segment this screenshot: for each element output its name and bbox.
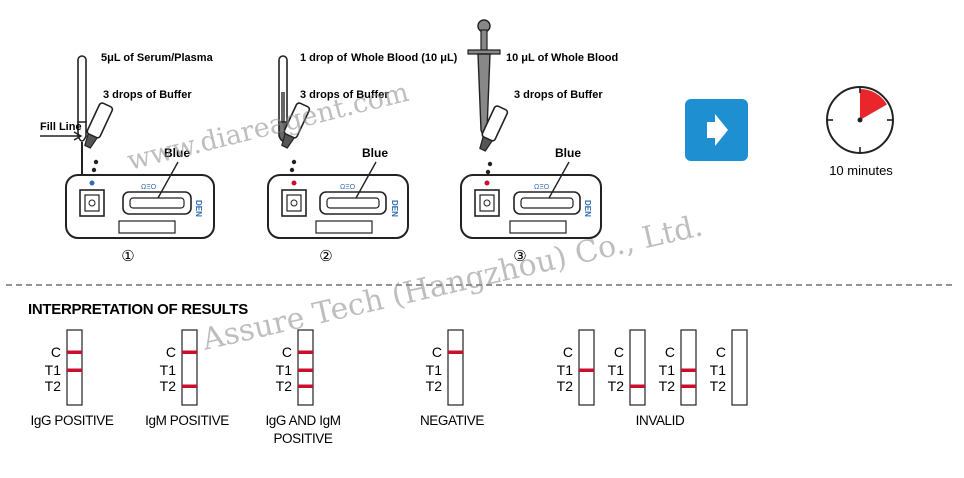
- window-marks: ΩΞO: [340, 184, 356, 191]
- line-label-t1: T1: [608, 362, 625, 378]
- line-label-t2: T2: [659, 378, 676, 394]
- result-label: INVALID: [636, 413, 685, 428]
- buffer-bottle-icon: [479, 105, 509, 152]
- strip-body: [447, 329, 464, 406]
- line-label-c: C: [614, 344, 624, 360]
- step-number: ③: [513, 248, 526, 265]
- line-label-t1: T1: [276, 362, 293, 378]
- line-label-c: C: [432, 344, 442, 360]
- device-code: DEN: [390, 200, 399, 217]
- pipette-icon: [40, 55, 87, 180]
- line-label-t1: T1: [557, 362, 574, 378]
- line-label-c: C: [51, 344, 61, 360]
- band-t1: [298, 368, 313, 372]
- buffer-label: 3 drops of Buffer: [103, 89, 192, 101]
- right-arrow-icon: [685, 99, 748, 161]
- band-t2: [182, 384, 197, 388]
- band-c: [448, 350, 463, 354]
- window-marks: ΩΞO: [534, 184, 550, 191]
- result-label: IgG AND IgM: [265, 413, 340, 428]
- result-label: IgG POSITIVE: [31, 413, 114, 428]
- fill-line-label: Fill Line: [40, 121, 82, 133]
- test-cassette: ΩΞO DEN: [65, 174, 215, 239]
- line-label-c: C: [563, 344, 573, 360]
- line-label-c: C: [166, 344, 176, 360]
- line-label-t1: T1: [160, 362, 177, 378]
- band-c: [182, 350, 197, 354]
- line-label-t2: T2: [426, 378, 443, 394]
- device-code: DEN: [583, 200, 592, 217]
- strip-body: [297, 329, 314, 406]
- test-cassette: ΩΞO DEN: [460, 174, 602, 239]
- sample-label: 5μL of Serum/Plasma: [101, 52, 214, 64]
- line-label-t1: T1: [710, 362, 727, 378]
- clock-icon: [826, 86, 894, 154]
- line-label-t2: T2: [710, 378, 727, 394]
- strip-body: [680, 329, 697, 406]
- buffer-bottle-icon: [84, 102, 114, 149]
- line-label-t1: T1: [659, 362, 676, 378]
- test-cassette: ΩΞO DEN: [267, 174, 409, 239]
- step-number: ②: [319, 248, 332, 265]
- line-label: Blue: [555, 146, 581, 160]
- strip-body: [181, 329, 198, 406]
- interpretation-heading: INTERPRETATION OF RESULTS: [28, 301, 248, 318]
- line-label-t1: T1: [45, 362, 62, 378]
- step-number: ①: [121, 248, 134, 265]
- line-label: Blue: [164, 146, 190, 160]
- step-3: 10 μL of Whole Blood 3 drops of Buffer Ω…: [460, 19, 618, 265]
- band-t2: [630, 384, 645, 388]
- line-label-c: C: [716, 344, 726, 360]
- device-code: DEN: [194, 200, 203, 217]
- timer-label: 10 minutes: [829, 163, 893, 178]
- result-label: NEGATIVE: [420, 413, 484, 428]
- line-label-t2: T2: [45, 378, 62, 394]
- band-t2: [298, 384, 313, 388]
- strip-body: [66, 329, 83, 406]
- result-label: IgM POSITIVE: [145, 413, 229, 428]
- line-label-t2: T2: [160, 378, 177, 394]
- result-label-line2: POSITIVE: [273, 431, 332, 446]
- line-label-c: C: [665, 344, 675, 360]
- buffer-label: 3 drops of Buffer: [300, 89, 389, 101]
- step-2: 1 drop of Whole Blood (10 μL) 3 drops of…: [267, 52, 458, 265]
- line-label: Blue: [362, 146, 388, 160]
- band-t1: [67, 368, 82, 372]
- buffer-label: 3 drops of Buffer: [514, 89, 603, 101]
- band-t2: [681, 384, 696, 388]
- step-1: Fill Line 5μL of Serum/Plasma 3 drops of…: [40, 52, 215, 265]
- strip-body: [629, 329, 646, 406]
- timer-elapsed-wedge: [860, 88, 887, 120]
- line-label-t2: T2: [608, 378, 625, 394]
- line-label-t2: T2: [276, 378, 293, 394]
- band-t1: [579, 368, 594, 372]
- band-c: [298, 350, 313, 354]
- line-label-t1: T1: [426, 362, 443, 378]
- band-c: [67, 350, 82, 354]
- window-marks: ΩΞO: [141, 184, 157, 191]
- sample-label: 10 μL of Whole Blood: [506, 52, 618, 64]
- strip-body: [578, 329, 595, 406]
- line-label-t2: T2: [557, 378, 574, 394]
- sample-prefix: 1 drop of: [300, 52, 347, 64]
- sample-label: Whole Blood (10 μL): [351, 52, 458, 64]
- band-t1: [681, 368, 696, 372]
- line-label-c: C: [282, 344, 292, 360]
- strip-body: [731, 329, 748, 406]
- buffer-bottle-icon: [281, 102, 311, 149]
